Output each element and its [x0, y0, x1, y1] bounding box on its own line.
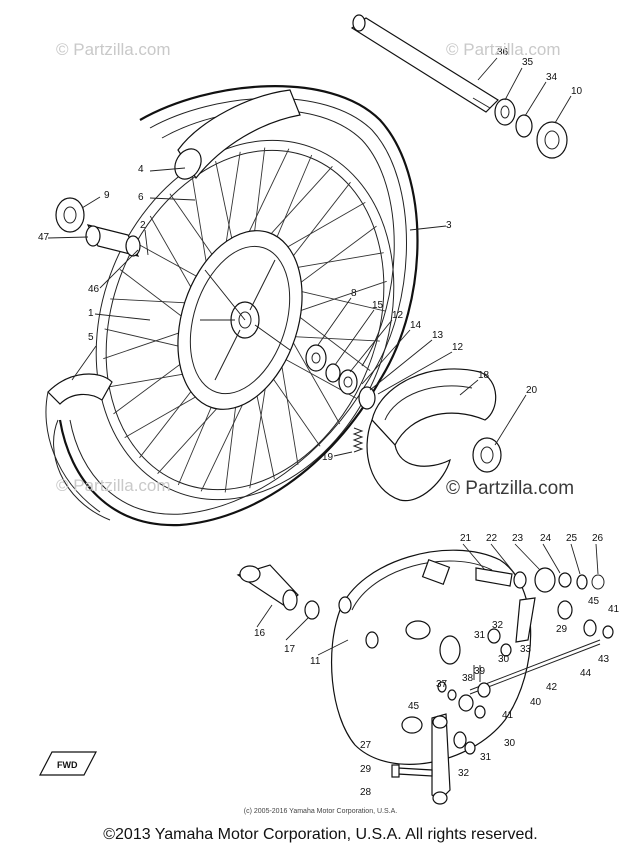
- watermark-mid-right: © Partzilla.com: [446, 478, 575, 499]
- inner-tube: [174, 89, 301, 180]
- callout-number: 42: [546, 682, 558, 693]
- axle: [350, 14, 499, 113]
- callout-number: 25: [566, 533, 578, 544]
- callout-number: 5: [88, 332, 94, 343]
- callout-number: 8: [351, 288, 357, 299]
- callout-number: 47: [38, 232, 50, 243]
- callout-number: 30: [504, 738, 516, 749]
- callout-number: 23: [512, 533, 524, 544]
- callout-number: 30: [498, 654, 510, 665]
- callout-number: 3: [446, 220, 452, 231]
- callout-number: 46: [88, 284, 100, 295]
- watermark-top-left: © Partzilla.com: [56, 40, 171, 59]
- hub: [177, 230, 303, 410]
- callout-number: 19: [322, 452, 334, 463]
- callout-number: 13: [432, 330, 444, 341]
- callout-number: 37: [436, 679, 448, 690]
- callout-number: 45: [408, 701, 420, 712]
- hub-collar: [55, 197, 85, 233]
- callout-number: 18: [478, 370, 490, 381]
- callout-number: 31: [474, 630, 486, 641]
- o-ring: [304, 600, 320, 620]
- brake-rod: [469, 639, 601, 695]
- brake-spring: [352, 427, 364, 453]
- callout-number: 4: [138, 164, 144, 175]
- callout-number: 14: [410, 320, 422, 331]
- callout-number: 45: [588, 596, 600, 607]
- callout-number: 12: [392, 310, 404, 321]
- callout-number: 41: [502, 710, 514, 721]
- oil-seal: [536, 121, 568, 159]
- callout-number: 31: [480, 752, 492, 763]
- callout-number: 6: [138, 192, 144, 203]
- small-hardware: [391, 665, 491, 778]
- callout-number: 1: [88, 308, 94, 319]
- callout-number: 44: [580, 668, 592, 679]
- callout-number: 24: [540, 533, 552, 544]
- footer-copyright: ©2013 Yamaha Motor Corporation, U.S.A. A…: [103, 826, 538, 843]
- callout-number: 43: [598, 654, 610, 665]
- callout-number: 20: [526, 385, 538, 396]
- brake-cam: [472, 437, 502, 473]
- callout-number: 27: [360, 740, 372, 751]
- callout-number: 21: [460, 533, 472, 544]
- inner-copyright: (c) 2005-2016 Yamaha Motor Corporation, …: [243, 808, 398, 815]
- callout-number: 40: [530, 697, 542, 708]
- axle-collar: [494, 98, 516, 126]
- brake-shoes: [366, 368, 497, 502]
- fwd-arrow-icon: FWD: [39, 751, 97, 776]
- callout-number: 34: [546, 72, 558, 83]
- torque-tube: [236, 564, 299, 611]
- callout-number: 38: [462, 673, 474, 684]
- rim-band: [45, 373, 113, 513]
- callout-number: 32: [492, 620, 504, 631]
- fwd-label: FWD: [57, 760, 78, 770]
- callout-number: 15: [372, 300, 384, 311]
- callout-number: 26: [592, 533, 604, 544]
- axle-spacer: [515, 114, 533, 138]
- callout-number: 39: [474, 666, 486, 677]
- brake-lever: [431, 713, 451, 805]
- callout-number: 33: [520, 644, 532, 655]
- watermark-mid-left: © Partzilla.com: [56, 476, 171, 495]
- watermark-top-right: © Partzilla.com: [446, 40, 561, 59]
- brake-arm-hardware: [475, 567, 614, 657]
- callout-number: 36: [497, 47, 509, 58]
- hub-bearings: [305, 344, 376, 410]
- callout-number: 12: [452, 342, 464, 353]
- spacer-tube: [85, 224, 141, 257]
- callout-number: 29: [556, 624, 568, 635]
- callout-number: 22: [486, 533, 498, 544]
- callout-number: 32: [458, 768, 470, 779]
- callout-number: 35: [522, 57, 534, 68]
- callout-number: 10: [571, 86, 583, 97]
- callout-number: 28: [360, 787, 372, 798]
- callout-number: 9: [104, 190, 110, 201]
- callout-number: 16: [254, 628, 266, 639]
- callout-number: 2: [140, 220, 146, 231]
- callout-number: 11: [310, 656, 321, 667]
- callout-number: 17: [284, 644, 296, 655]
- callout-number: 29: [360, 764, 372, 775]
- callout-number: 41: [608, 604, 620, 615]
- leader-lines: [47, 57, 599, 656]
